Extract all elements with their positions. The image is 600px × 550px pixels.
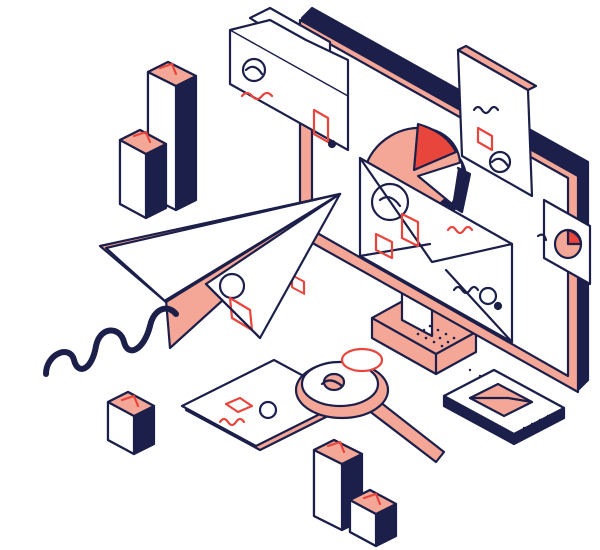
card-circle-icon — [488, 150, 512, 174]
envelope — [358, 156, 514, 344]
mail-tile — [442, 368, 566, 446]
squiggle-line — [43, 305, 179, 377]
folder — [228, 6, 350, 295]
chart-bar-single — [106, 390, 156, 456]
folder-circle-icon — [241, 57, 267, 83]
paper-plane — [98, 192, 342, 350]
folder-squiggle — [240, 91, 274, 101]
pie-slice-red — [412, 122, 458, 172]
envelope-circle-icon — [370, 182, 410, 222]
chart-bar-columns-left — [118, 60, 198, 220]
magnifier-handle — [366, 400, 446, 464]
envelope-squiggle-navy — [452, 285, 480, 295]
chart-bar-columns-bottom — [312, 438, 398, 548]
envelope-squiggle-red — [446, 225, 474, 235]
pie-card — [536, 198, 592, 286]
card-squiggle — [472, 105, 500, 115]
document-card-right — [456, 44, 538, 198]
magnifying-glass — [294, 347, 446, 464]
